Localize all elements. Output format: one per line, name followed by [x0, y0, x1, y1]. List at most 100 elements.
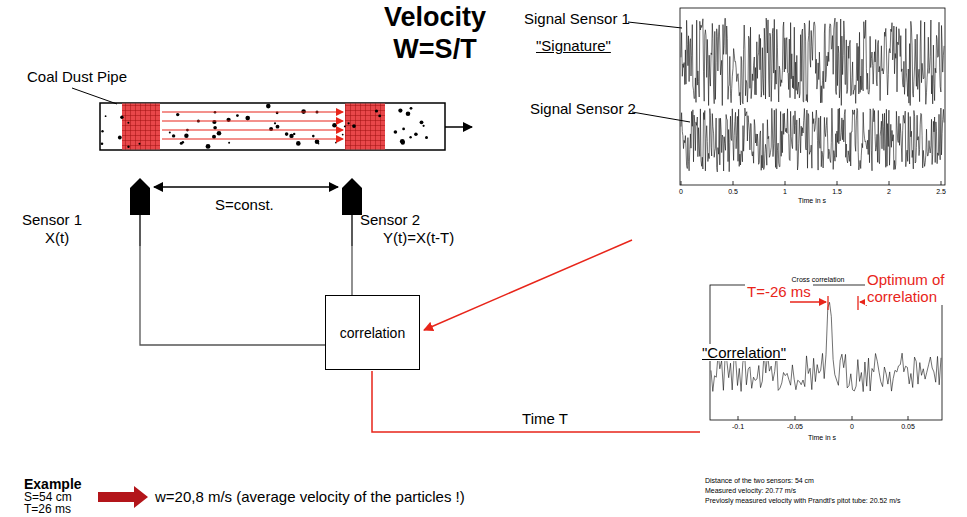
sensor-zone	[345, 104, 385, 150]
signal-arrow	[424, 240, 632, 330]
label-text: -0.1	[732, 423, 744, 431]
particle	[127, 146, 129, 148]
particle	[101, 130, 103, 132]
result-arrow	[98, 486, 148, 508]
sensor-wire	[351, 215, 352, 246]
particle	[169, 132, 171, 134]
particle	[101, 143, 104, 146]
label-text: 0.05	[901, 423, 915, 431]
particle	[296, 141, 301, 146]
signal-chart-panel	[672, 0, 967, 245]
particle	[212, 135, 216, 139]
particle	[184, 134, 188, 138]
particle	[342, 134, 344, 136]
particle	[139, 143, 141, 145]
label-text: Measured velocity: 20.77 m/s	[705, 487, 796, 495]
particle	[425, 136, 428, 139]
label-text: -0.05	[787, 423, 803, 431]
label-text: 1	[783, 188, 787, 196]
particle	[293, 133, 295, 135]
leader-line	[632, 112, 690, 122]
label-text: S=const.	[215, 196, 274, 213]
label-text: Example	[24, 476, 82, 492]
particle	[236, 114, 239, 117]
particle	[406, 111, 411, 116]
particle	[409, 136, 411, 138]
particle	[335, 142, 337, 144]
particle	[352, 124, 356, 128]
particle	[266, 104, 271, 109]
particle	[423, 125, 425, 127]
particle	[127, 122, 129, 124]
particle	[420, 120, 424, 124]
particle	[176, 113, 179, 116]
label-text: Time in s	[808, 434, 836, 442]
sensor-wire	[139, 215, 140, 246]
label-text: Signal Sensor 1	[524, 10, 630, 27]
label-text: Time in s	[798, 197, 826, 205]
sensor: Sensor 2Y(t)=X(t-T)	[338, 178, 473, 246]
sensor-2-signal	[681, 108, 944, 172]
label-text: T=-26 ms	[745, 283, 813, 300]
sensor-body	[342, 178, 362, 215]
signal-traces	[681, 18, 944, 172]
leader-line	[72, 88, 117, 104]
particle	[245, 116, 250, 121]
label-text: 1.5	[832, 188, 842, 196]
particle	[182, 141, 184, 143]
particle	[332, 123, 337, 128]
label-text: W=S/T	[393, 34, 476, 65]
distance-arrow	[154, 186, 338, 188]
label-text: Coal Dust Pipe	[27, 68, 127, 85]
particle	[378, 115, 381, 118]
particle	[120, 116, 123, 119]
particle	[315, 140, 320, 145]
correlation-chart-panel	[700, 255, 967, 517]
particle	[312, 135, 315, 138]
particle	[285, 132, 289, 136]
label-text: 0.5	[728, 188, 738, 196]
label-text: "Correlation"	[700, 344, 788, 361]
label-text: w=20,8 m/s (average velocity of the part…	[155, 488, 465, 505]
particle	[348, 122, 350, 124]
particle	[105, 115, 107, 117]
particle	[414, 132, 418, 136]
particle	[394, 130, 398, 134]
sensor-body	[130, 178, 150, 215]
label-text: Distance of the two sensors: 54 cm	[705, 477, 814, 485]
particle	[398, 109, 402, 113]
flow-arrows	[162, 112, 343, 139]
particle	[274, 122, 276, 124]
label-text: 0	[679, 188, 683, 196]
coal-dust-pipe	[100, 103, 445, 150]
particle	[172, 134, 175, 137]
signal-wire	[140, 246, 325, 345]
particle	[375, 109, 378, 112]
label-text: T=26 ms	[24, 503, 71, 517]
particle	[289, 134, 293, 138]
diagram-title: Velocity	[384, 2, 486, 33]
label-text: Signal Sensor 2	[530, 100, 636, 117]
particle	[213, 126, 217, 130]
signal-chart-frame	[680, 8, 945, 185]
label-text: Previosly measured velocity with Prandtl…	[705, 497, 900, 505]
sensor-label: X(t)	[45, 229, 69, 246]
signal-wire	[351, 246, 352, 295]
sensor-label: Sensor 1	[22, 211, 82, 228]
tick-marks	[738, 416, 908, 420]
box-label: correlation	[340, 325, 405, 341]
particle	[402, 127, 405, 130]
sensor-label: Y(t)=X(t-T)	[383, 229, 454, 246]
particle	[228, 142, 230, 144]
sensor-zone	[122, 104, 160, 150]
label-text: 2	[887, 188, 891, 196]
particle	[276, 125, 280, 129]
sensor-1-signal	[681, 18, 944, 105]
process-box: correlation	[325, 295, 420, 370]
flow-out-arrow	[445, 126, 472, 128]
label-text: 0	[850, 423, 854, 431]
particle	[217, 131, 222, 136]
particle	[206, 144, 211, 149]
tick-marks	[681, 181, 941, 185]
particle	[400, 139, 405, 144]
